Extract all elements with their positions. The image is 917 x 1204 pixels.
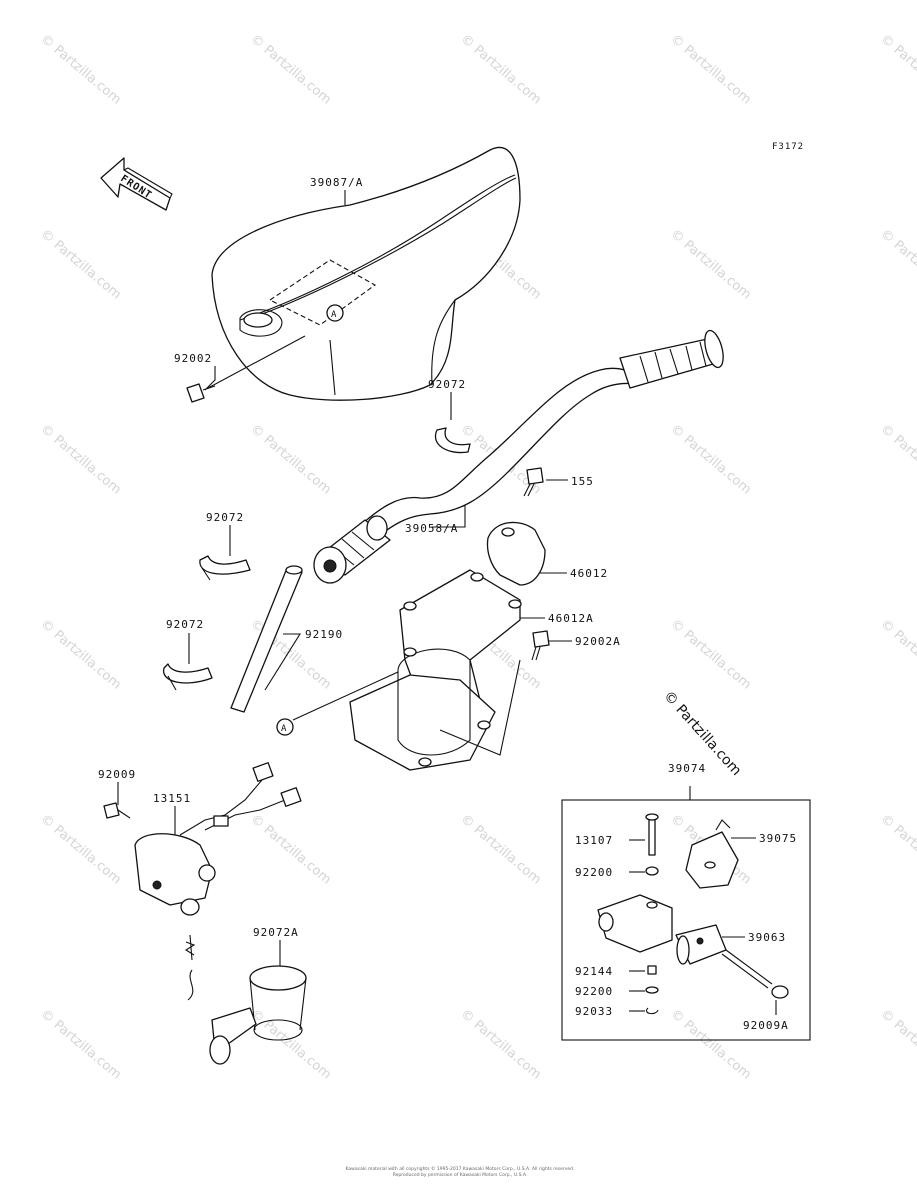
footer-line-1: Kawasaki material with all copyrights © …	[345, 1167, 575, 1172]
footer-line-2: Reproduced by permission of Kawasaki Mot…	[392, 1173, 528, 1178]
label-92002A: 92002A	[575, 635, 621, 648]
bolt-155	[523, 467, 544, 497]
watermark-text: © Partzilla.com	[667, 32, 753, 108]
washer-92200b	[645, 986, 659, 994]
label-39087A: 39087/A	[310, 176, 363, 189]
svg-text:A: A	[281, 724, 287, 734]
watermark-text: © Partzilla.com	[37, 422, 123, 498]
watermark-text: © Partzilla.com	[247, 422, 333, 498]
pin-13107	[645, 813, 659, 856]
label-92072-mid: 92072	[206, 511, 244, 524]
washer-92200a	[645, 866, 659, 876]
label-92033: 92033	[575, 1005, 613, 1018]
watermark-text: © Partzilla.com	[37, 32, 123, 108]
label-13151: 13151	[153, 792, 191, 805]
cap-39063	[675, 924, 727, 965]
tube-92190	[230, 565, 303, 713]
label-92009A: 92009A	[743, 1019, 789, 1032]
watermark-text: © Partzilla.com	[37, 227, 123, 303]
label-92200a: 92200	[575, 866, 613, 879]
label-92144: 92144	[575, 965, 613, 978]
ref-marker-lower: A	[276, 718, 294, 736]
watermark-text: © Partzilla.com	[457, 812, 543, 888]
part-labels: 39087/A 92002 92072 155 39058/A 92072 46…	[98, 176, 797, 1032]
watermark-text: © Partzilla.com	[877, 227, 917, 303]
label-92072A: 92072A	[253, 926, 299, 939]
watermark-text: © Partzilla.com	[877, 617, 917, 693]
clamp-band-low	[163, 663, 213, 691]
bolt-92009	[103, 802, 131, 819]
leader-lines	[117, 190, 777, 1015]
watermark-text: © Partzilla.com	[877, 1007, 917, 1083]
handlebar-holder	[349, 569, 522, 771]
watermark-text: © Partzilla.com	[247, 812, 333, 888]
watermark-text: © Partzilla.com	[247, 32, 333, 108]
clamp-band-top	[434, 427, 471, 454]
lever-holder	[597, 894, 673, 953]
label-39075: 39075	[759, 832, 797, 845]
watermark-text: © Partzilla.com	[247, 1007, 333, 1083]
watermark-text: © Partzilla.com	[37, 617, 123, 693]
front-arrow-icon: FRONT	[100, 157, 173, 211]
bolt-92009A	[721, 949, 789, 999]
label-92200b: 92200	[575, 985, 613, 998]
watermark-text: © Partzilla.com	[667, 617, 753, 693]
watermark-text: © Partzilla.com	[457, 1007, 543, 1083]
clip-92033	[646, 1007, 659, 1015]
clamp-46012	[486, 521, 546, 586]
label-46012A: 46012A	[548, 612, 594, 625]
right-grip	[619, 329, 724, 389]
label-92072-low: 92072	[166, 618, 204, 631]
left-grip	[313, 515, 391, 584]
bracket-39075	[685, 819, 739, 889]
handlebar-cover	[211, 146, 521, 401]
clamp-band-mid	[199, 555, 251, 581]
label-92072-top: 92072	[428, 378, 466, 391]
bolt-92002	[186, 383, 216, 403]
watermark-text: © Partzilla.com	[877, 812, 917, 888]
watermark-text: © Partzilla.com	[667, 227, 753, 303]
spacer-92144	[647, 965, 657, 975]
copyright-footer: Kawasaki material with all copyrights © …	[300, 1167, 620, 1179]
watermark-text: © Partzilla.com	[37, 1007, 123, 1083]
watermark-text: © Partzilla.com	[457, 32, 543, 108]
bolt-92002A	[531, 630, 550, 661]
switch-13151	[134, 762, 302, 916]
watermark-text: © Partzilla.com	[37, 812, 123, 888]
label-39063: 39063	[748, 931, 786, 944]
inset-box-39074	[561, 786, 811, 1041]
watermark-text: © Partzilla.com	[667, 422, 753, 498]
label-13107: 13107	[575, 834, 613, 847]
label-46012: 46012	[570, 567, 608, 580]
watermark-text: © Partzilla.com	[667, 1007, 753, 1083]
label-92190: 92190	[305, 628, 343, 641]
label-92009: 92009	[98, 768, 136, 781]
diagram-code: F3172	[772, 142, 805, 152]
watermark-text: © Partzilla.com	[877, 32, 917, 108]
lanyard-clamp-92072A	[184, 934, 307, 1065]
handlebar	[313, 329, 724, 584]
label-155: 155	[571, 475, 594, 488]
watermark-text: © Partzilla.com	[877, 422, 917, 498]
ref-marker-upper: A	[326, 304, 344, 322]
label-92002: 92002	[174, 352, 212, 365]
label-39074: 39074	[668, 762, 706, 775]
label-39058A: 39058/A	[405, 522, 458, 535]
svg-text:A: A	[331, 310, 337, 320]
